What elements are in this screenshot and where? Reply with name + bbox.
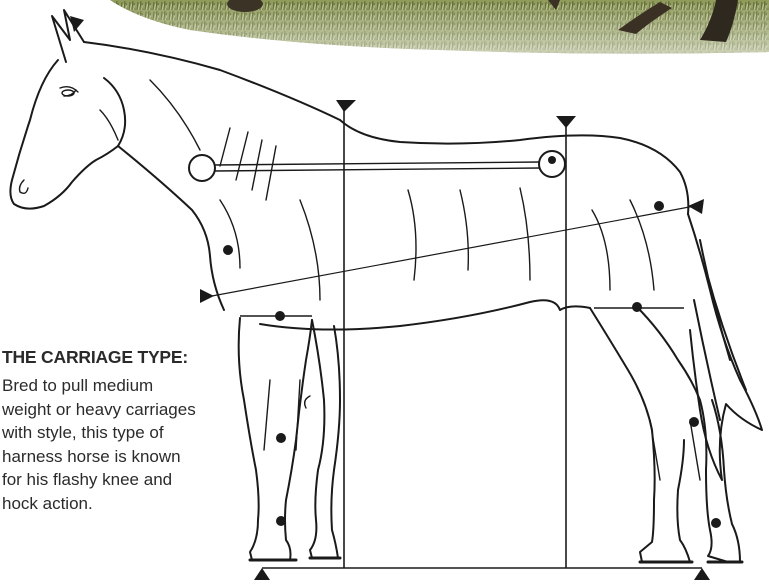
caption-block: THE CARRIAGE TYPE: Bred to pull medium w… bbox=[2, 346, 202, 515]
caption-title: THE CARRIAGE TYPE: bbox=[2, 346, 202, 368]
grass-photo bbox=[110, 0, 769, 54]
joint-circles bbox=[189, 151, 565, 181]
point-markers bbox=[223, 156, 721, 528]
caption-body: Bred to pull medium weight or heavy carr… bbox=[2, 374, 202, 515]
